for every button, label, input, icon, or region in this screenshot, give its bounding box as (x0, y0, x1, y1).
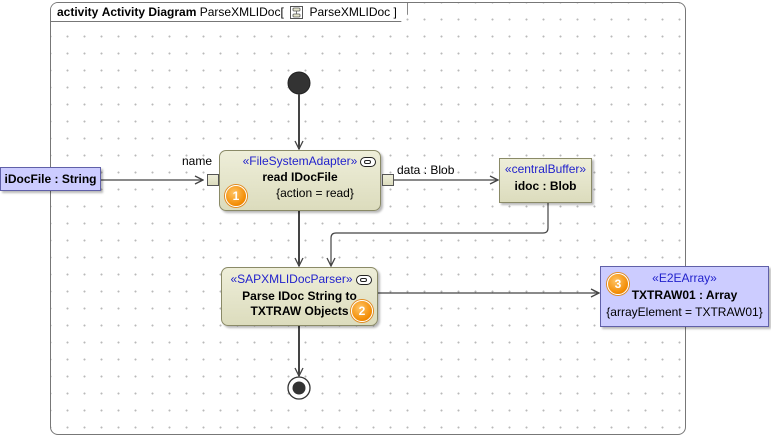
e2e-array-constraint: {arrayElement = TXTRAW01} (606, 305, 763, 319)
name-pin-label: name (182, 154, 213, 168)
e2e-array-node[interactable]: «E2EArray» TXTRAW01 : Array {arrayElemen… (600, 266, 769, 327)
activity-frame: activity Activity Diagram ParseXMLIDoc[ … (50, 2, 686, 435)
read-idocfile-constraint: {action = read} (276, 186, 354, 200)
frame-bracket-open: [ (280, 5, 284, 19)
name-input-pin[interactable] (207, 174, 219, 186)
central-buffer-stereotype: «centralBuffer» (504, 162, 587, 176)
read-idocfile-name: read IDocFile (262, 170, 338, 184)
idocfile-parameter-node[interactable]: iDocFile : String (0, 167, 101, 191)
parse-idoc-stereotype: «SAPXMLIDocParser» (230, 272, 353, 286)
call-behavior-rake-icon (360, 157, 376, 167)
parse-idoc-line1: Parse IDoc String to (242, 289, 357, 303)
data-pin-label: data : Blob (397, 163, 455, 177)
step-badge-1: 1 (225, 185, 247, 207)
frame-bracket-close: ] (393, 5, 397, 19)
frame-kind: activity (57, 5, 99, 19)
read-idocfile-stereotype: «FileSystemAdapter» (242, 154, 358, 168)
activity-diagram-icon (290, 6, 303, 19)
initial-node[interactable] (287, 71, 311, 95)
step-badge-3: 3 (607, 273, 629, 295)
frame-title: activity Activity Diagram ParseXMLIDoc[ … (51, 3, 408, 22)
idocfile-label: iDocFile : String (4, 172, 97, 186)
step-badge-2: 2 (351, 300, 373, 322)
central-buffer-node[interactable]: «centralBuffer» idoc : Blob (499, 158, 592, 203)
read-idocfile-action[interactable]: «FileSystemAdapter» read IDocFile {actio… (219, 150, 381, 211)
e2e-array-name: TXTRAW01 : Array (631, 288, 738, 302)
call-behavior-rake-icon (356, 275, 372, 285)
parse-idoc-action[interactable]: «SAPXMLIDocParser» Parse IDoc String to … (221, 267, 378, 326)
frame-name-prefix: ParseXMLIDoc (199, 5, 281, 19)
frame-title-text: Activity Diagram (101, 5, 197, 19)
e2e-array-stereotype: «E2EArray» (652, 271, 717, 285)
frame-name-suffix: ParseXMLIDoc (309, 5, 391, 19)
data-output-pin[interactable] (382, 174, 394, 186)
activity-final-inner (292, 381, 306, 395)
central-buffer-name: idoc : Blob (514, 179, 577, 193)
parse-idoc-line2: TXTRAW Objects (250, 304, 349, 318)
flow-buffer-to-parser[interactable] (331, 203, 549, 266)
